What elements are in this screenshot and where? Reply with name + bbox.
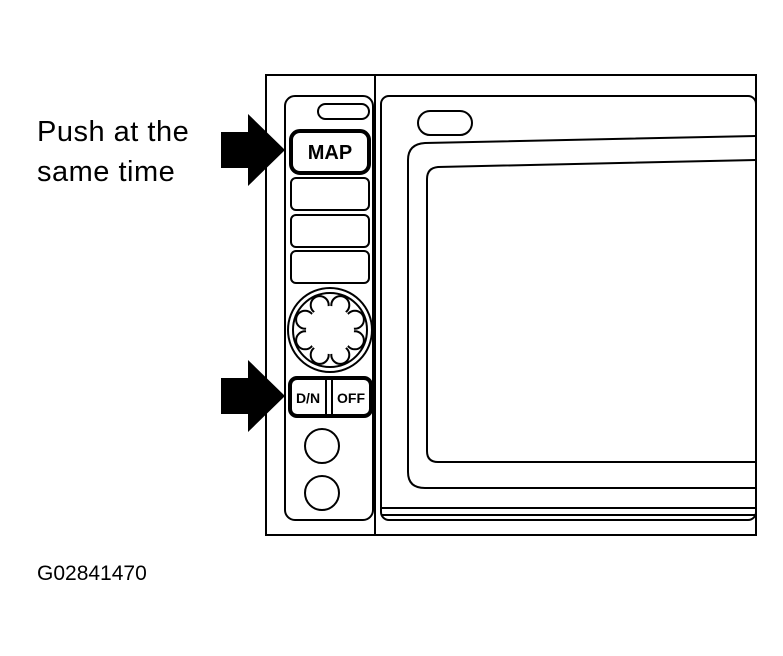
rotary-knob[interactable]	[287, 287, 373, 373]
callout-line-2: same time	[37, 156, 175, 188]
arrow-right-icon	[221, 114, 285, 186]
display-screen	[426, 159, 757, 463]
arrow-right-icon	[221, 360, 285, 432]
dn-off-button-group	[288, 376, 373, 418]
unit-bezel	[265, 74, 757, 536]
round-button-1[interactable]	[304, 428, 340, 464]
round-button-2[interactable]	[304, 475, 340, 511]
screen-slot	[417, 110, 473, 136]
blank-button-1[interactable]	[290, 177, 370, 211]
blank-button-3[interactable]	[290, 250, 370, 284]
figure-code: G02841470	[37, 562, 147, 585]
panel-slot	[317, 103, 370, 120]
off-button-label: OFF	[337, 390, 365, 406]
dn-button[interactable]: D/N	[292, 380, 326, 414]
off-button[interactable]: OFF	[332, 380, 369, 414]
callout-line-1: Push at the	[37, 116, 189, 148]
map-button-label: MAP	[308, 142, 352, 164]
screen-outer-frame	[407, 135, 757, 489]
map-button[interactable]: MAP	[289, 129, 371, 175]
blank-button-2[interactable]	[290, 214, 370, 248]
dn-button-label: D/N	[296, 390, 320, 406]
